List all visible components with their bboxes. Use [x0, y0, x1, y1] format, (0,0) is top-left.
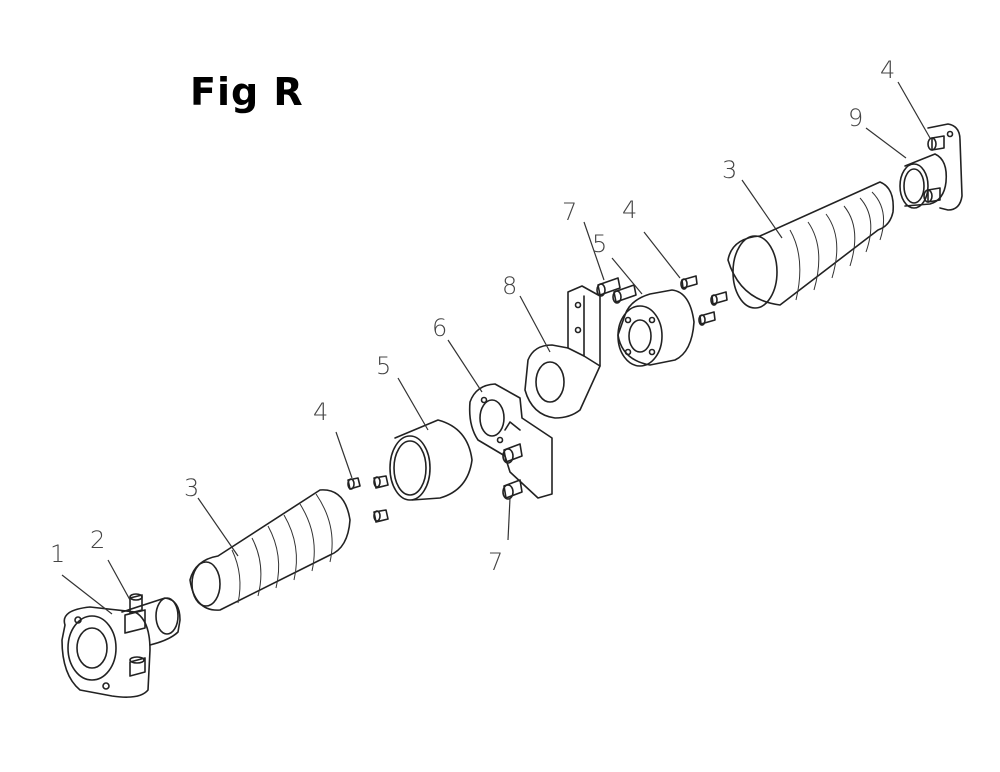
part-3-bellows-right — [727, 181, 895, 309]
part-8-angle-bracket — [524, 285, 601, 419]
part-2-screws — [129, 593, 146, 677]
callout-4-left: 4 — [313, 398, 328, 426]
part-5-sleeve-left — [389, 419, 473, 501]
callout-2: 2 — [90, 526, 105, 554]
leader-1 — [61, 574, 113, 615]
callout-9: 9 — [848, 104, 863, 132]
figure-title: Fig R — [190, 70, 304, 114]
leader-4-top — [897, 81, 931, 139]
leader-5-right — [611, 257, 643, 295]
part-7-screws — [502, 277, 637, 500]
part-6-bracket-plate — [468, 383, 553, 499]
leader-4-left — [335, 431, 353, 479]
callout-7-top: 7 — [562, 198, 577, 226]
callout-5-right: 5 — [592, 230, 607, 258]
leader-6 — [447, 339, 483, 393]
callout-3-left: 3 — [184, 474, 199, 502]
callout-7-bottom: 7 — [488, 548, 503, 576]
callout-6: 6 — [432, 314, 447, 342]
callout-5-left: 5 — [376, 352, 391, 380]
leader-8 — [519, 295, 551, 353]
part-5-cylinder-right — [617, 289, 695, 367]
part-3-bellows-left — [189, 489, 351, 611]
leader-lines — [61, 81, 931, 615]
callout-4-mid: 4 — [622, 196, 637, 224]
part-4-screws-right — [680, 275, 728, 326]
part-1-flange-base — [61, 597, 181, 698]
part-9-flanged-tube — [899, 123, 963, 211]
callout-1: 1 — [50, 540, 65, 568]
leader-2 — [107, 559, 131, 601]
callout-8: 8 — [502, 272, 517, 300]
leader-5-left — [397, 377, 429, 431]
leader-3-right — [741, 179, 783, 239]
leader-7-top — [583, 221, 605, 281]
leader-9 — [865, 127, 907, 159]
part-4-screws-left — [347, 475, 389, 523]
leader-4-mid — [643, 231, 681, 279]
leader-3-left — [197, 497, 239, 557]
callout-labels: 1 2 3 4 5 6 7 8 7 4 5 3 9 4 — [50, 56, 895, 576]
callout-4-top: 4 — [880, 56, 895, 84]
callout-3-right: 3 — [722, 156, 737, 184]
leader-7-bottom — [507, 497, 511, 541]
